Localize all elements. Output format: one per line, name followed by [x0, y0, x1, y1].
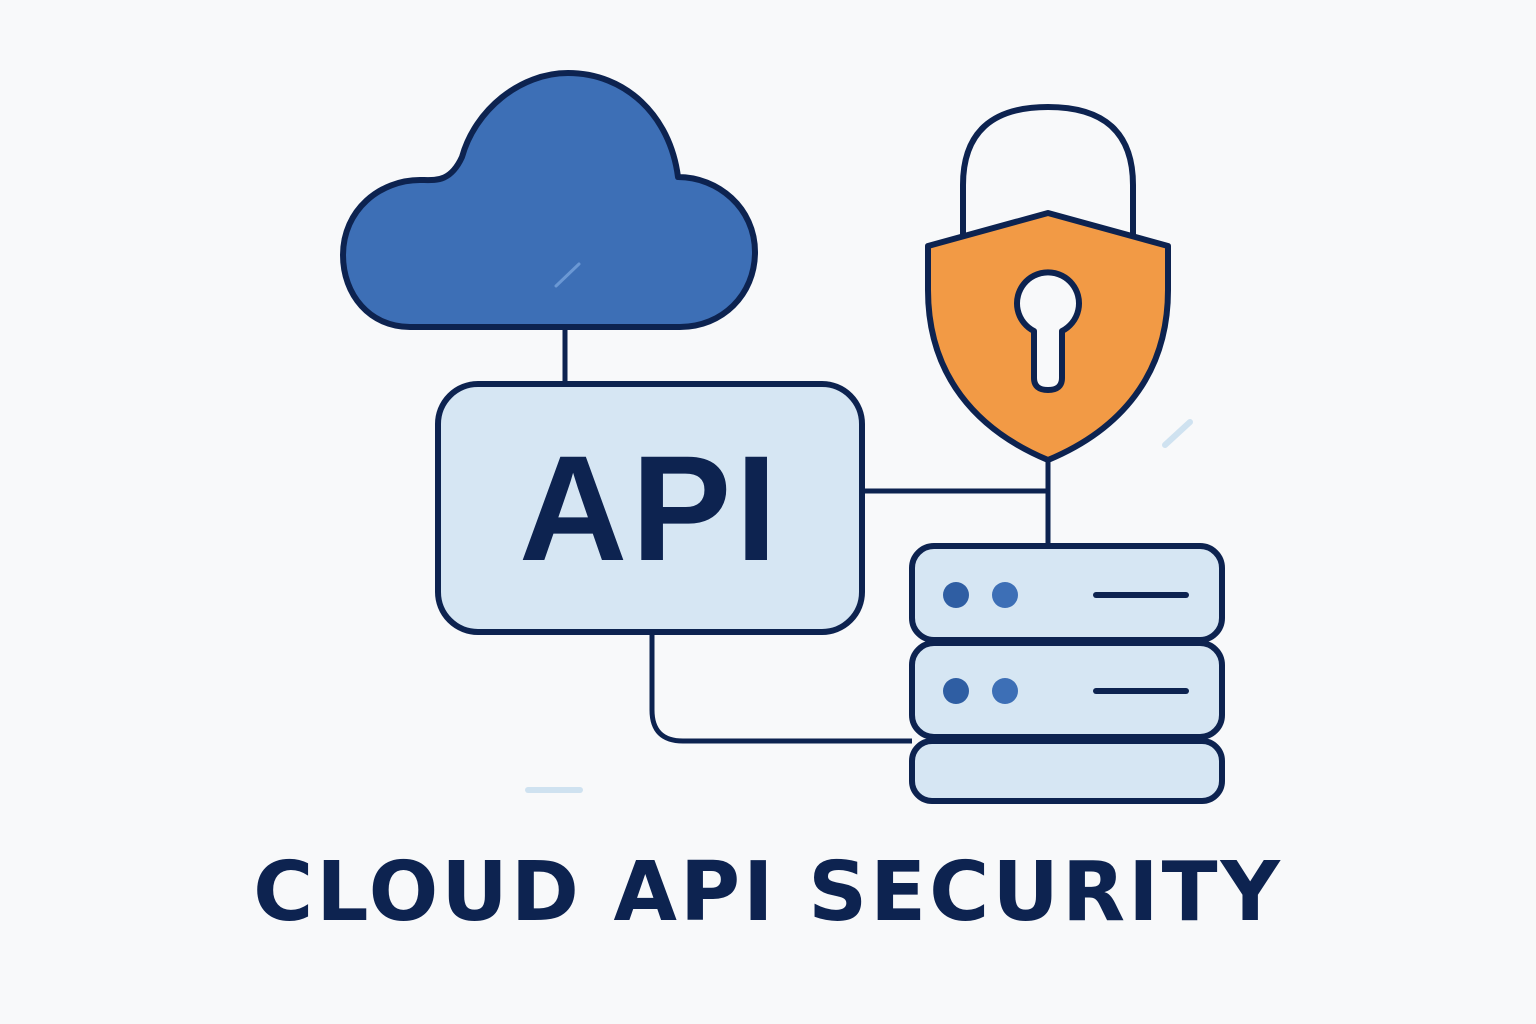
page-title: CLOUD API SECURITY — [253, 845, 1283, 940]
lock-shackle — [960, 103, 1136, 240]
server-unit — [909, 640, 1225, 740]
status-led-icon — [943, 678, 969, 704]
api-box — [435, 381, 865, 635]
cloud-icon — [340, 70, 758, 330]
api-label: API — [518, 424, 782, 592]
status-led-icon — [943, 582, 969, 608]
decoration-dash — [1162, 419, 1193, 448]
connector-lines — [562, 326, 1051, 744]
lock-shield-icon — [925, 103, 1171, 463]
server-stack-icon — [909, 543, 1225, 804]
server-unit — [909, 738, 1225, 804]
connector-api-server — [649, 632, 912, 744]
status-led-icon — [992, 678, 1018, 704]
keyhole-icon — [1014, 269, 1082, 393]
status-led-icon — [992, 582, 1018, 608]
